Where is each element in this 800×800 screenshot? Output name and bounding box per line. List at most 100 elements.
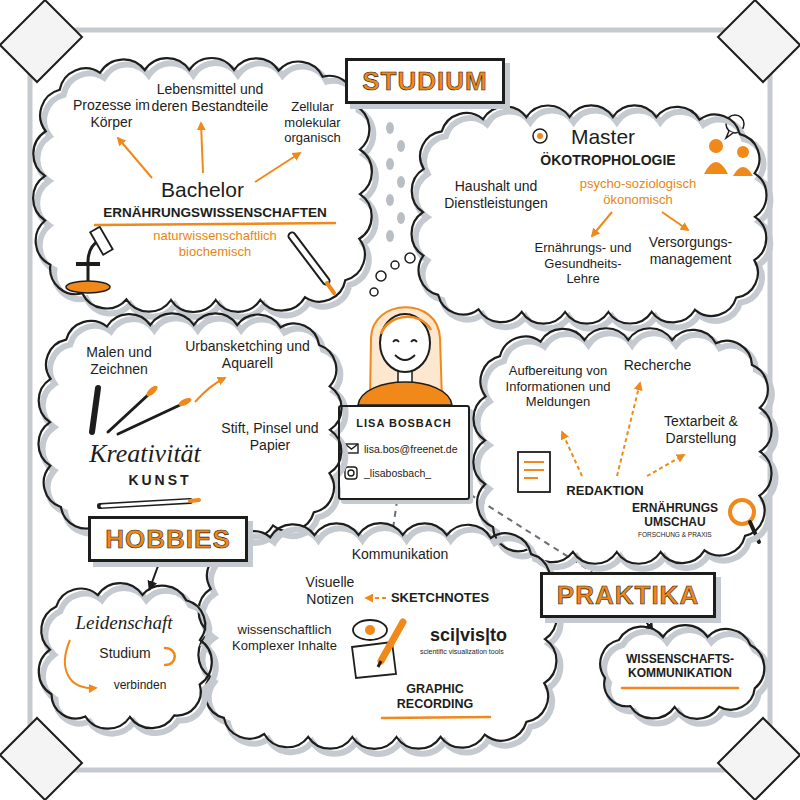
arrow-connector	[643, 618, 653, 633]
thought-bubbles	[376, 271, 386, 281]
microscope-icon	[66, 281, 110, 293]
cloud-text: Kommunikation	[340, 546, 460, 563]
cloud-shadow	[202, 528, 560, 754]
people-icon	[726, 115, 744, 133]
cloud-text: Kreativität	[70, 438, 220, 469]
cloud-text: Ernährungs- und Gesundheits- Lehre	[528, 240, 638, 287]
cloud-text: ERNÄHRUNGSWISSENSCHAFTEN	[90, 205, 340, 221]
topic-cloud: Malen und Zeichnen Urbansketching und Aqu…	[45, 320, 335, 532]
footprints	[397, 212, 405, 224]
cloud-border	[600, 625, 764, 719]
cloud-text: Master	[558, 124, 648, 149]
art-tools	[108, 395, 148, 432]
cloud-border	[198, 523, 556, 749]
topic-cloud: MasterÖKOTROPHOLOGIEpsycho-soziologisch …	[418, 112, 760, 317]
banner-title: STUDIUM	[362, 65, 487, 98]
people-icon	[733, 167, 753, 176]
footprints	[386, 122, 394, 134]
people-icon	[737, 146, 749, 158]
people-icon	[726, 131, 733, 138]
sketch-icon	[365, 625, 375, 635]
cloud-text: Bachelor	[135, 177, 270, 202]
cloud-text: sci|vis|to	[430, 625, 507, 647]
highlight-underline	[95, 223, 738, 718]
thought-bubbles	[391, 261, 399, 269]
dashed-leader-arrow	[647, 455, 684, 476]
cloud-text: Textarbeit & Darstellung	[652, 413, 750, 447]
cloud-text: Visuelle Notizen	[290, 574, 370, 608]
thought-bubbles	[405, 253, 415, 263]
contact-icons	[345, 467, 357, 479]
lisa-portrait	[395, 355, 415, 360]
sketch-icon	[378, 661, 381, 667]
arrow-connector	[149, 562, 159, 591]
tape-strip	[718, 718, 800, 800]
document-icon	[524, 462, 544, 478]
cloud-border	[33, 58, 372, 312]
sketch-icon	[352, 620, 403, 678]
cloud-text: FORSCHUNG & PRAXIS	[638, 531, 712, 539]
banner-title: PRAKTIKA	[557, 579, 699, 612]
magnifier-logo	[730, 500, 759, 542]
cloud-text: Leidenschaft	[59, 612, 189, 635]
highlight-underline	[622, 687, 738, 690]
dashed-leader-arrow	[366, 597, 386, 599]
cloud-text: Lebensmittel und deren Bestandteile	[140, 81, 280, 115]
footprints	[397, 140, 405, 152]
paper-frame	[30, 30, 770, 770]
art-tools	[102, 501, 188, 506]
document-icon	[518, 452, 550, 492]
cloud-shadow	[43, 588, 216, 734]
topic-cloud: KommunikationVisuelle Notizen SKETCHNOTES…	[205, 530, 550, 742]
cloud-border	[473, 328, 771, 564]
contact-icons	[345, 444, 358, 449]
pipette-icon	[292, 236, 334, 293]
footprints	[386, 230, 394, 242]
topic-cloud: WISSENSCHAFTS- KOMMUNIKATION	[600, 632, 760, 712]
highlight-underline	[165, 648, 175, 665]
thought-bubbles	[370, 288, 378, 296]
footprints	[397, 176, 405, 188]
dashed-leader-arrow	[366, 383, 684, 598]
cloud-text: Urbansketching und Aquarell	[185, 338, 310, 372]
footprints	[386, 158, 394, 170]
card-text: _lisabosbach_	[364, 467, 431, 480]
cloud-text: ERNÄHRUNGS UMSCHAU	[620, 501, 730, 530]
cloud-shadow	[604, 630, 768, 724]
people-icon	[533, 129, 547, 143]
art-tools	[92, 388, 98, 432]
cloud-shadow	[416, 110, 771, 328]
lisa-portrait	[358, 307, 452, 405]
footprints	[386, 194, 394, 206]
cloud-text: Malen und Zeichnen	[69, 344, 169, 378]
microscope-icon	[76, 262, 100, 266]
cloud-text: Recherche	[615, 357, 700, 374]
heading-banner: STUDIUM	[345, 58, 504, 104]
leader-arrow	[662, 212, 688, 230]
cloud-text: GRAPHIC RECORDING	[380, 682, 490, 712]
cloud-text: Prozesse im Körper	[64, 97, 159, 131]
cloud-text: Aufbereitung von Informationen und Meldu…	[498, 363, 618, 410]
magnifier-logo	[750, 522, 759, 542]
cloud-text: Studium	[90, 645, 160, 662]
pipette-icon	[327, 283, 334, 293]
leader-arrow	[195, 378, 225, 402]
cloud-shadow	[42, 318, 345, 543]
contact-icons	[345, 444, 358, 453]
document-icon	[518, 452, 550, 492]
heading-banner: HOBBIES	[88, 516, 247, 562]
dashed-leader-arrow	[562, 432, 582, 476]
lisa-portrait	[381, 317, 431, 334]
leader-arrow	[255, 153, 300, 182]
name-card: LISA BOSBACHlisa.bos@freenet.de_lisabosb…	[338, 405, 470, 500]
thought-bubbles	[370, 253, 415, 296]
microscope-icon	[90, 227, 113, 255]
people-icon	[537, 133, 543, 139]
dashed-connector	[393, 500, 397, 530]
art-tools	[177, 396, 192, 407]
dashed-connector	[470, 494, 592, 572]
cloud-shadow	[477, 333, 775, 569]
cloud-text: SKETCHNOTES	[385, 590, 495, 606]
cloud-border	[38, 313, 341, 538]
dashed-leader-arrow	[617, 383, 640, 476]
